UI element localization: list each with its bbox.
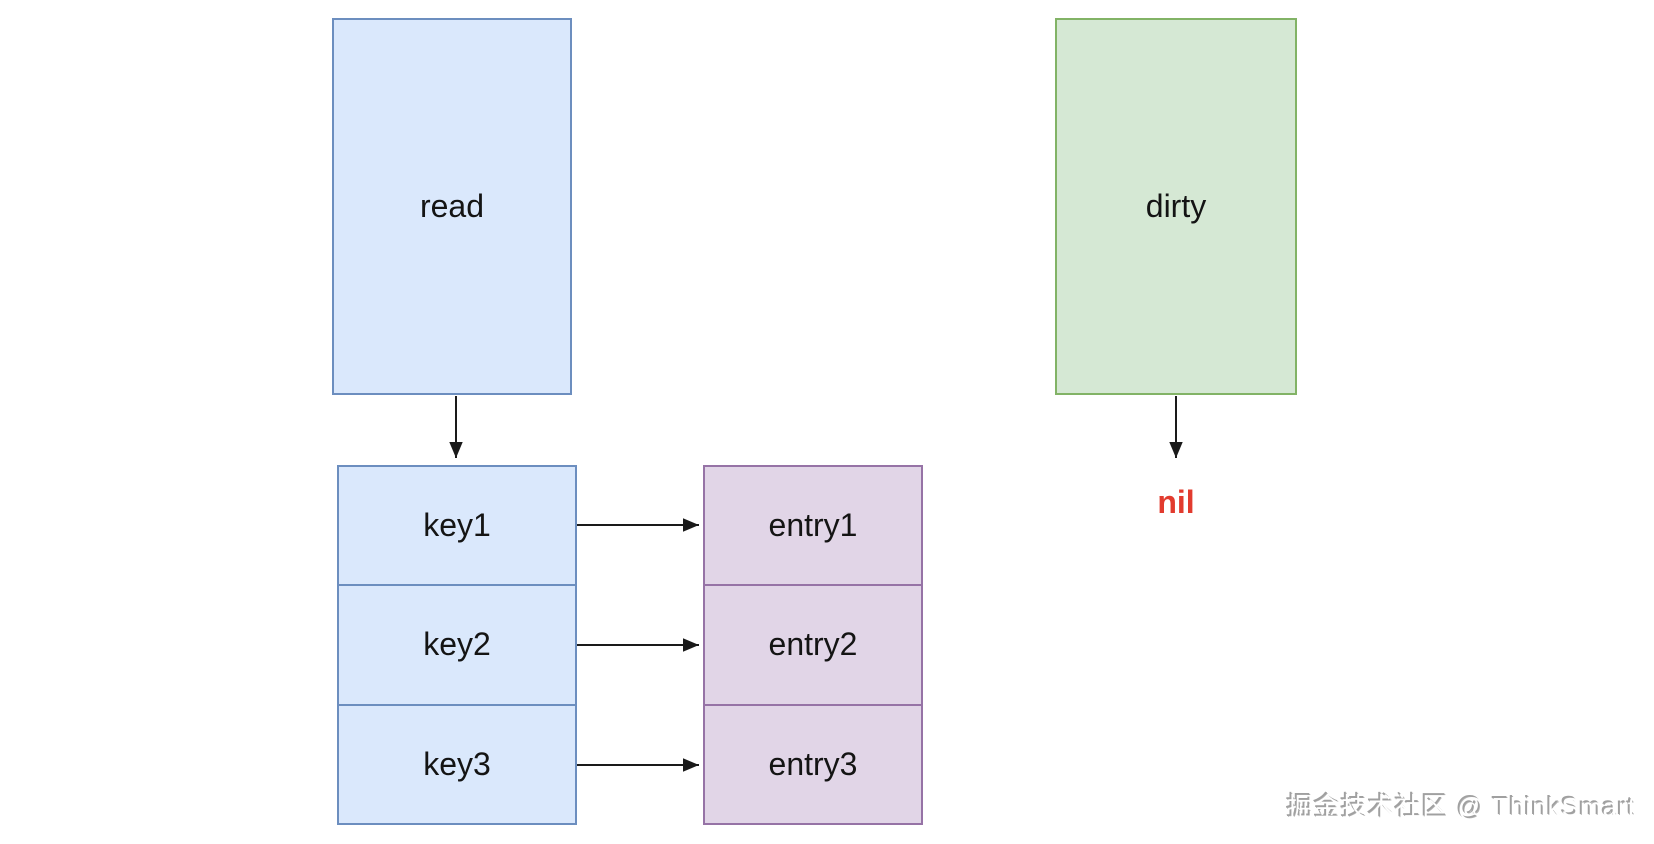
key2-label: key2 [423, 626, 491, 663]
key-stack-cell-key3: key3 [339, 703, 575, 823]
key-stack-cell-key2: key2 [339, 584, 575, 703]
key-stack: key1 key2 key3 [337, 465, 577, 825]
node-dirty: dirty [1055, 18, 1297, 395]
entry-stack-cell-entry2: entry2 [705, 584, 921, 703]
entry1-label: entry1 [768, 507, 858, 544]
entry-stack-cell-entry1: entry1 [705, 467, 921, 584]
key-stack-cell-key1: key1 [339, 467, 575, 584]
entry2-label: entry2 [768, 626, 858, 663]
node-read: read [332, 18, 572, 395]
key1-label: key1 [423, 507, 491, 544]
entry3-label: entry3 [768, 745, 858, 782]
nil-value-label: nil [1157, 484, 1195, 520]
node-read-label: read [419, 188, 485, 224]
entry-stack-cell-entry3: entry3 [705, 703, 921, 823]
watermark-text: 掘金技术社区 @ ThinkSmart [1287, 792, 1636, 822]
node-dirty-label: dirty [1145, 188, 1207, 224]
key3-label: key3 [423, 745, 491, 782]
entry-stack: entry1 entry2 entry3 [703, 465, 923, 825]
